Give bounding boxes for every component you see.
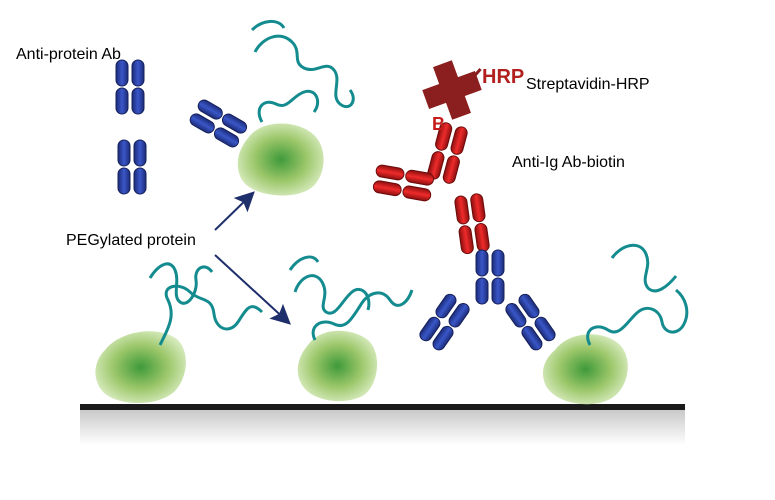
anti-protein-ab-label: Anti-protein Ab xyxy=(16,46,121,63)
pegylated-protein-left xyxy=(95,262,264,404)
pegylated-protein-right xyxy=(542,243,689,405)
anti-protein-antibody xyxy=(115,59,248,195)
biotin-label: B xyxy=(432,114,445,134)
pegylated-protein-top xyxy=(237,20,355,196)
arrow-to-bottom-protein xyxy=(214,254,291,325)
arrow-to-top-protein xyxy=(214,191,255,231)
pegylated-protein-label: PEGylated protein xyxy=(66,232,196,249)
streptavidin-hrp-label: Streptavidin-HRP xyxy=(526,76,650,93)
bound-anti-protein-antibody xyxy=(419,249,556,351)
hrp-label: HRP xyxy=(482,66,524,88)
plate-surface xyxy=(80,404,685,445)
anti-ig-antibody-biotin xyxy=(372,122,490,255)
anti-ig-ab-biotin-label: Anti-Ig Ab-biotin xyxy=(512,154,625,171)
pegylated-protein-middle xyxy=(288,255,414,402)
streptavidin-hrp-cross xyxy=(422,60,482,120)
